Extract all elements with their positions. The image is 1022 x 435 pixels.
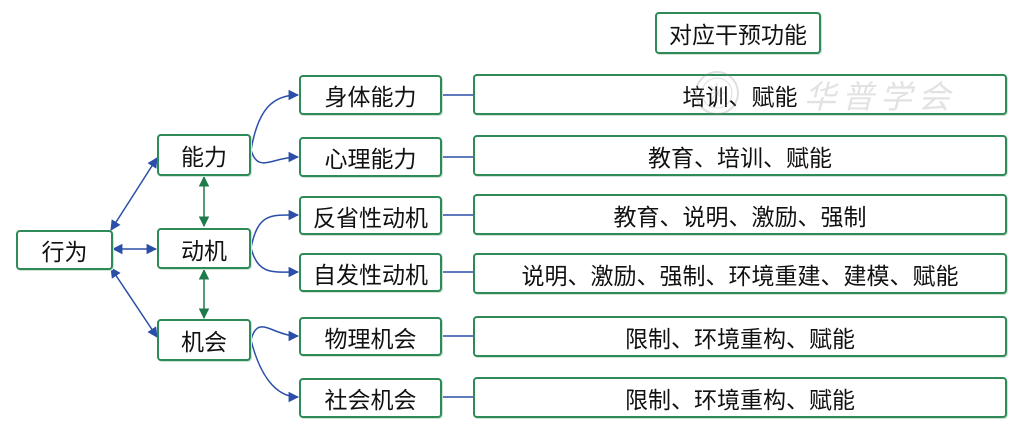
- functions-text: 限制、环境重构、赋能: [625, 326, 855, 353]
- subfactor-label: 反省性动机: [313, 205, 428, 232]
- functions-text: 培训、赋能: [682, 84, 798, 111]
- functions-text: 说明、激励、强制、环境重建、建模、赋能: [521, 263, 959, 290]
- functions-box: 教育、培训、赋能: [473, 135, 1007, 176]
- functions-text: 教育、培训、赋能: [648, 145, 832, 172]
- header-title: 对应干预功能: [669, 23, 807, 49]
- factor-label: 动机: [181, 238, 227, 265]
- root-node: 行为: [16, 230, 113, 270]
- factor-label: 机会: [181, 330, 227, 356]
- functions-box: 说明、激励、强制、环境重建、建模、赋能: [473, 253, 1007, 294]
- motivation-to-automatic-arrow: [250, 247, 300, 278]
- subfactor-physical-capability: 身体能力: [299, 75, 442, 115]
- motivation-to-reflective-arrow: [250, 209, 300, 249]
- root-to-opportunity-arrow: [110, 267, 158, 338]
- opportunity-to-social-arrow: [250, 339, 300, 403]
- factor-label: 能力: [181, 145, 227, 171]
- subfactor-label: 物理机会: [324, 326, 417, 353]
- ability-to-psychological-arrow: [250, 149, 300, 164]
- factor-ability: 能力: [157, 134, 251, 176]
- header-box: 对应干预功能: [655, 12, 821, 54]
- functions-box: 培训、赋能: [473, 74, 1007, 115]
- subfactor-physical-opportunity: 物理机会: [299, 317, 442, 356]
- functions-text: 教育、说明、激励、强制: [613, 204, 867, 231]
- subfactor-social-opportunity: 社会机会: [299, 378, 442, 418]
- subfactor-label: 身体能力: [324, 85, 417, 111]
- opportunity-to-physical-arrow: [250, 326, 300, 342]
- root-to-ability-arrow: [110, 157, 158, 231]
- subfactor-label: 自发性动机: [313, 262, 428, 289]
- root-label: 行为: [41, 240, 88, 266]
- subfactor-reflective-motivation: 反省性动机: [299, 196, 442, 235]
- subfactor-label: 社会机会: [324, 388, 417, 414]
- subfactor-psychological-capability: 心理能力: [299, 137, 442, 177]
- subfactor-label: 心理能力: [324, 147, 417, 173]
- functions-box: 限制、环境重构、赋能: [473, 316, 1007, 357]
- factor-opportunity: 机会: [157, 319, 251, 361]
- factor-motivation: 动机: [157, 228, 251, 269]
- ability-to-physical-arrow: [250, 89, 300, 151]
- subfactor-automatic-motivation: 自发性动机: [299, 253, 442, 292]
- functions-box: 教育、说明、激励、强制: [473, 194, 1007, 235]
- functions-text: 限制、环境重构、赋能: [625, 387, 855, 414]
- functions-box: 限制、环境重构、赋能: [473, 377, 1007, 418]
